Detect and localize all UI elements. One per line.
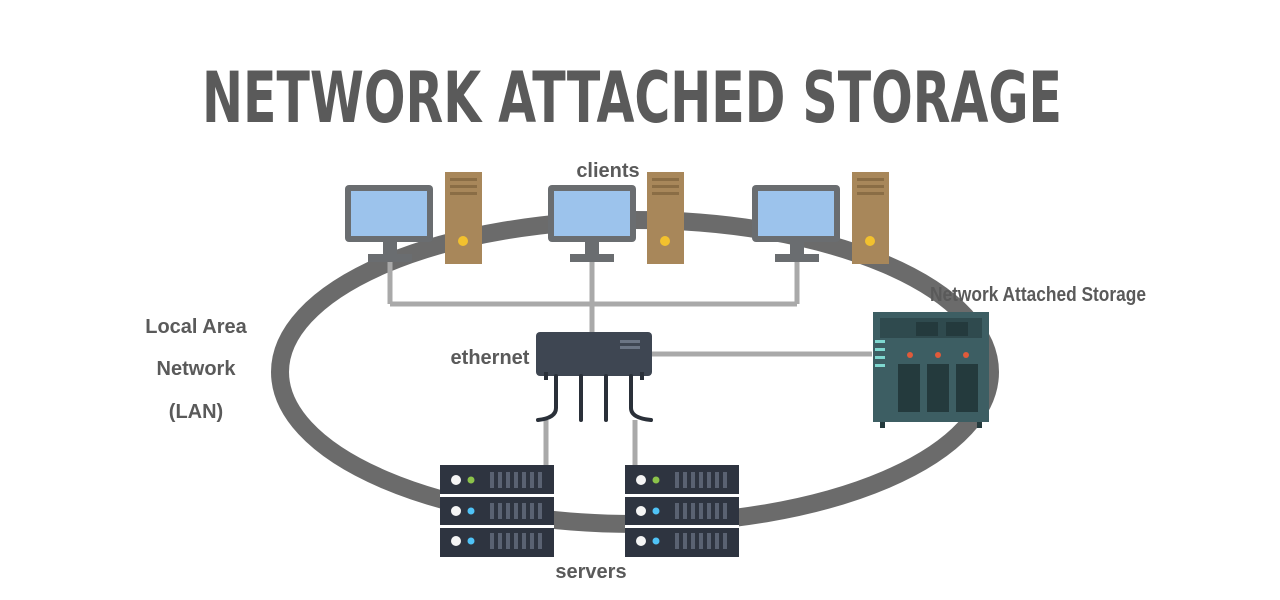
lan-label-line-1: Local Area: [145, 316, 247, 338]
clients-label: clients: [576, 160, 639, 182]
server-2-icon: [625, 465, 739, 557]
client-3: [752, 172, 889, 264]
client-2: [548, 172, 684, 264]
lan-label-line-3: (LAN): [169, 401, 223, 423]
cables: [387, 262, 872, 468]
nas-device-icon: [873, 312, 989, 428]
page-title: NETWORK ATTACHED STORAGE: [202, 57, 1062, 139]
client-1: [345, 172, 482, 264]
servers-label: servers: [555, 561, 626, 583]
ethernet-label: ethernet: [451, 347, 530, 369]
server-1-icon: [440, 465, 554, 557]
lan-label-line-2: Network: [157, 358, 237, 380]
ethernet-switch-icon: [536, 332, 653, 422]
nas-label: Network Attached Storage: [930, 284, 1146, 306]
